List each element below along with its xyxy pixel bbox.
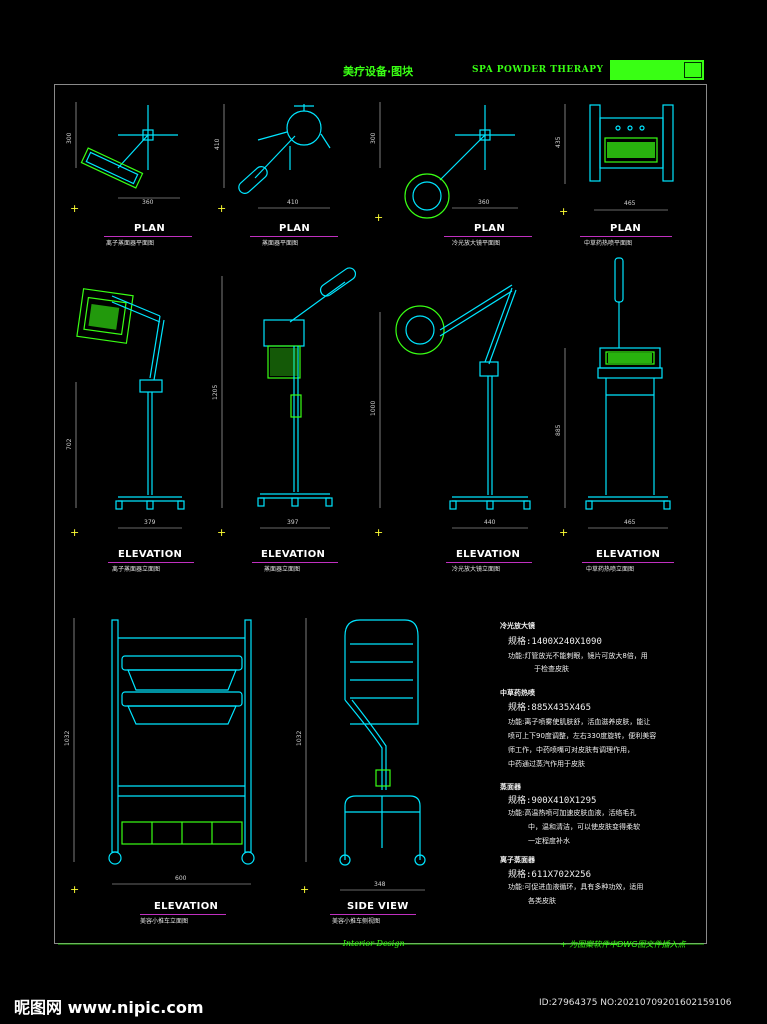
watermark-id: ID:27964375 NO:20210709201602159106 xyxy=(539,998,732,1008)
title-underline xyxy=(330,914,416,915)
dim-elev-1-width: 379 xyxy=(144,519,156,526)
dim-plan-4-height: 435 xyxy=(555,136,562,148)
dim-side-height: 1032 xyxy=(296,730,303,746)
side-trolley xyxy=(339,619,426,866)
watermark-site: 昵图网 www.nipic.com xyxy=(14,998,204,1017)
footer-insert-note: + 为图案软件中DWG图文件插入点 xyxy=(560,940,686,949)
caption-plan-1: 离子蒸面器平面图 xyxy=(106,240,155,247)
note-3-line-2: 中，温和清洁，可以使皮肤变得柔软 xyxy=(528,823,640,831)
view-title-plan-1: PLAN xyxy=(134,223,166,234)
dim-elev-3-height: 1000 xyxy=(370,400,377,416)
note-3-line-3: 一定程度补水 xyxy=(528,837,570,845)
title-underline xyxy=(140,914,226,915)
elev-magnifier xyxy=(395,284,531,510)
drawing-frame xyxy=(54,84,707,944)
dim-elev-2-height: 1205 xyxy=(212,384,219,400)
plus-icon: + xyxy=(559,205,569,218)
note-2-title: 中草药热喷 xyxy=(500,689,535,697)
header-title-cn: 美疗设备·图块 xyxy=(343,65,414,78)
title-block-emblem xyxy=(684,62,702,78)
note-1-line-2: 于检查皮肤 xyxy=(534,665,569,673)
footer-interior-design: -Interior Design- xyxy=(340,939,408,948)
elev-ionic-steamer xyxy=(76,288,185,510)
caption-elev-4: 中草药热喷立面图 xyxy=(586,566,635,573)
caption-elev-3: 冷光放大镜立面图 xyxy=(452,566,501,573)
caption-plan-4: 中草药热喷平面图 xyxy=(584,240,633,247)
view-title-plan-2: PLAN xyxy=(279,223,311,234)
dim-plan-4-width: 465 xyxy=(624,200,636,207)
dim-plan-1-height: 300 xyxy=(66,132,73,144)
note-2-line-1: 功能:离子喷雾使肌肤舒，活血滋养皮肤，能让 xyxy=(508,718,651,726)
view-title-side: SIDE VIEW xyxy=(347,901,409,912)
view-title-elev-3: ELEVATION xyxy=(456,549,521,560)
caption-plan-3: 冷光放大镜平面图 xyxy=(452,240,501,247)
caption-trolley-side: 美容小推车侧视图 xyxy=(332,918,381,925)
note-3-title: 蒸面器 xyxy=(500,783,521,791)
caption-elev-1: 离子蒸面器立面图 xyxy=(112,566,161,573)
dim-trolley-width: 600 xyxy=(175,875,187,882)
title-underline xyxy=(104,236,192,237)
note-1-line-1: 功能:灯管放光不能刺眼，镜片可放大8倍，用 xyxy=(508,652,648,660)
dim-plan-1-width: 360 xyxy=(142,199,154,206)
view-title-plan-4: PLAN xyxy=(610,223,642,234)
elev-trolley xyxy=(108,619,255,865)
title-underline xyxy=(582,562,674,563)
plus-icon: + xyxy=(217,202,227,215)
dim-elev-4-height: 885 xyxy=(555,424,562,436)
note-3-spec: 规格:900X410X1295 xyxy=(508,796,597,806)
note-2-line-4: 中药通过蒸汽作用于皮肤 xyxy=(508,760,585,768)
note-4-line-1: 功能:可促进血液循环，具有多种功效，适用 xyxy=(508,883,644,891)
plan-steamer xyxy=(238,104,331,194)
dim-elev-1-height: 702 xyxy=(66,438,73,450)
caption-elev-2: 蒸面器立面图 xyxy=(264,566,301,573)
dim-plan-3-height: 300 xyxy=(370,132,377,144)
title-underline xyxy=(252,562,338,563)
note-2-line-2: 喷可上下90度调整，左右330度旋转，便利美容 xyxy=(508,732,657,740)
dim-plan-2-width: 410 xyxy=(287,199,299,206)
plus-icon: + xyxy=(217,526,227,539)
plus-icon: + xyxy=(374,526,384,539)
plus-icon: + xyxy=(70,883,80,896)
header-title-en: SPA POWDER THERAPY xyxy=(472,65,604,75)
title-block-icon xyxy=(610,60,704,80)
view-title-elev-1: ELEVATION xyxy=(118,549,183,560)
view-title-elev-5: ELEVATION xyxy=(154,901,219,912)
note-4-line-2: 各类皮肤 xyxy=(528,897,556,905)
plus-icon: + xyxy=(559,526,569,539)
title-underline xyxy=(444,236,532,237)
note-3-line-1: 功能:高温热喷可加速皮肤血液，活络毛孔 xyxy=(508,809,637,817)
elev-steamer xyxy=(257,267,357,507)
view-title-plan-3: PLAN xyxy=(474,223,506,234)
note-2-line-3: 师工作，中药喷嘴可对皮肤有调理作用， xyxy=(508,746,634,754)
plus-icon: + xyxy=(70,526,80,539)
note-4-title: 离子蒸面器 xyxy=(500,856,535,864)
plan-herbal-steamer xyxy=(589,104,674,182)
dim-plan-2-height: 410 xyxy=(214,138,221,150)
note-1-title: 冷光放大镜 xyxy=(500,622,535,630)
plus-icon: + xyxy=(374,211,384,224)
dim-elev-2-width: 397 xyxy=(287,519,299,526)
view-title-elev-2: ELEVATION xyxy=(261,549,326,560)
title-underline xyxy=(108,562,194,563)
dim-elev-4-width: 465 xyxy=(624,519,636,526)
caption-trolley-elev: 美容小推车立面图 xyxy=(140,918,189,925)
plan-magnifier xyxy=(404,105,515,219)
elev-herbal-steamer xyxy=(585,257,671,510)
note-1-spec: 规格:1400X240X1090 xyxy=(508,637,602,647)
plan-ionic-steamer xyxy=(80,105,178,189)
title-underline xyxy=(250,236,338,237)
title-underline xyxy=(446,562,532,563)
plus-icon: + xyxy=(300,883,310,896)
plus-icon: + xyxy=(70,202,80,215)
dim-side-width: 348 xyxy=(374,881,386,888)
view-title-elev-4: ELEVATION xyxy=(596,549,661,560)
dim-elev-3-width: 440 xyxy=(484,519,496,526)
note-2-spec: 规格:885X435X465 xyxy=(508,703,592,713)
dim-trolley-height: 1032 xyxy=(64,730,71,746)
title-underline xyxy=(580,236,672,237)
dim-plan-3-width: 360 xyxy=(478,199,490,206)
caption-plan-2: 蒸面器平面图 xyxy=(262,240,299,247)
note-4-spec: 规格:611X702X256 xyxy=(508,870,592,880)
